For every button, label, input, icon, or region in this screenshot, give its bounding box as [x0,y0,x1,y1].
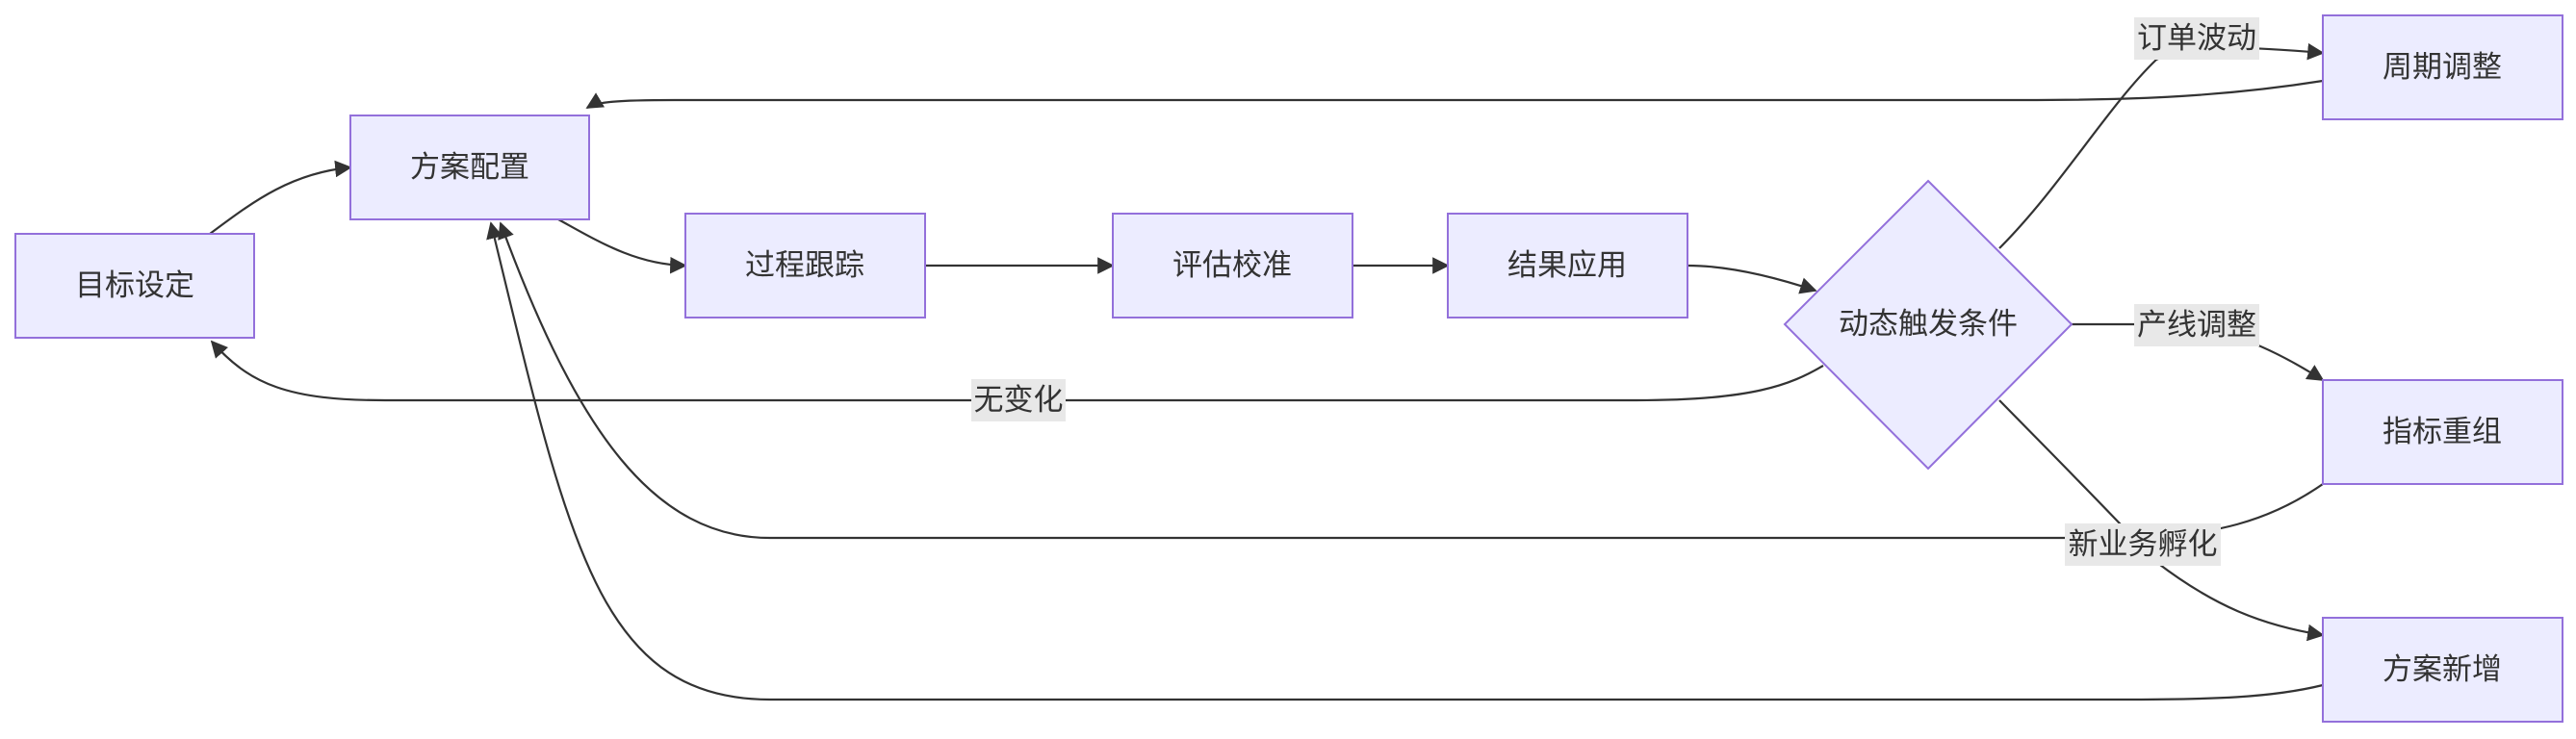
node-apply-label: 结果应用 [1507,248,1627,283]
edge-label-line-adjust: 产线调整 [2134,304,2259,346]
node-apply[interactable]: 结果应用 [1447,213,1688,319]
node-indicator-label: 指标重组 [2383,415,2502,449]
node-period[interactable]: 周期调整 [2322,14,2563,120]
edge-label-no-change: 无变化 [971,379,1066,421]
edge-label-line-adjust-text: 产线调整 [2137,308,2256,343]
node-plan[interactable]: 方案配置 [349,115,590,220]
node-trigger-label: 动态触发条件 [1839,307,2018,342]
edge-label-order-fluctuation-text: 订单波动 [2137,21,2256,56]
edge-labels: 订单波动 产线调整 新业务孵化 无变化 [971,17,2259,566]
edge-goal-to-plan [209,160,352,235]
node-goal[interactable]: 目标设定 [14,233,255,339]
node-track-label: 过程跟踪 [745,248,864,283]
edge-newplan-to-plan [486,221,2324,701]
edge-apply-to-trigger [1687,264,1817,294]
node-newplan-label: 方案新增 [2383,652,2502,687]
edge-label-new-business: 新业务孵化 [2065,523,2221,566]
edge-label-order-fluctuation: 订单波动 [2134,17,2259,60]
edge-label-no-change-text: 无变化 [974,383,1064,418]
edge-period-to-plan [585,79,2324,109]
node-goal-label: 目标设定 [75,268,194,303]
node-period-label: 周期调整 [2383,50,2502,85]
edge-trigger-to-newplan [1998,399,2325,642]
node-plan-label: 方案配置 [410,150,529,185]
edge-plan-to-track [557,218,687,274]
node-evaluate[interactable]: 评估校准 [1112,213,1353,319]
edge-trigger-to-period [1998,42,2325,249]
node-track[interactable]: 过程跟踪 [684,213,926,319]
node-trigger-diamond[interactable]: 动态触发条件 [1783,179,2074,471]
edge-indicator-to-plan [498,221,2324,540]
edge-label-new-business-text: 新业务孵化 [2069,527,2218,562]
node-newplan[interactable]: 方案新增 [2322,617,2563,723]
nodes: 目标设定 方案配置 过程跟踪 评估校准 结果应用 动态触发条件 周期调整 指标 [14,14,2563,723]
node-indicator[interactable]: 指标重组 [2322,379,2563,485]
node-evaluate-label: 评估校准 [1172,248,1292,283]
